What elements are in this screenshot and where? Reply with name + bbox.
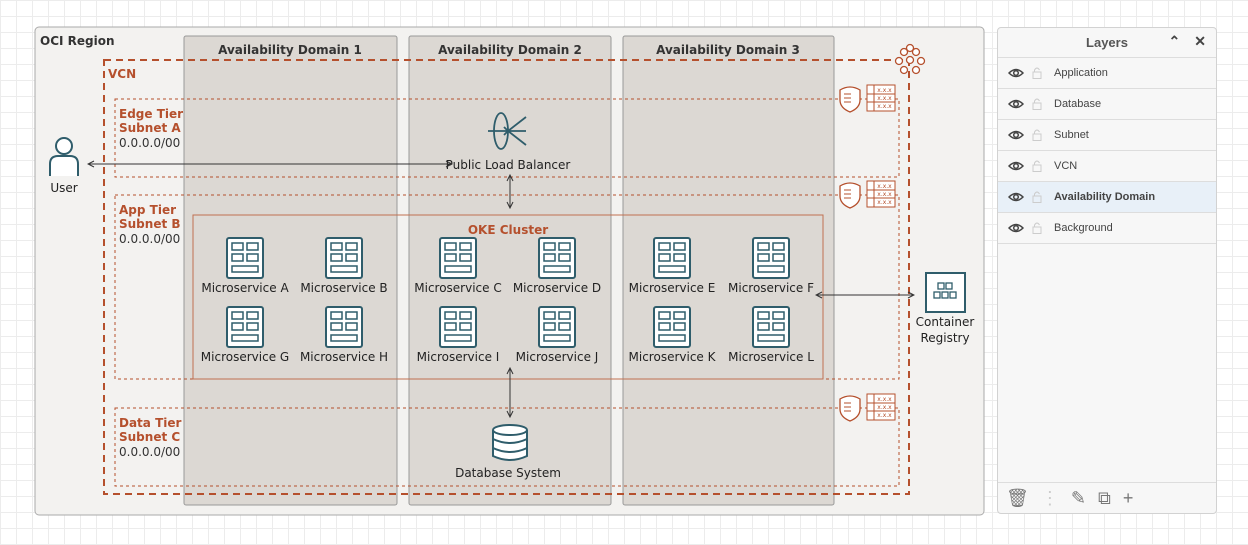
ad-3[interactable]: Availability Domain 3 [622, 35, 835, 506]
microservice-icon[interactable] [325, 306, 363, 348]
lock-icon[interactable] [1032, 67, 1044, 79]
lock-icon[interactable] [1032, 98, 1044, 110]
microservice-label: Microservice D [513, 281, 601, 295]
subnet-c-name: Data Tier [119, 416, 182, 430]
vcn-icon [894, 43, 926, 75]
ad-1[interactable]: Availability Domain 1 [183, 35, 398, 506]
load-balancer-icon[interactable] [488, 112, 527, 150]
subnet-c-sub: Subnet C [119, 430, 180, 444]
microservice-icon[interactable] [538, 237, 576, 279]
route-table-entry: x.x.x [877, 396, 892, 403]
ad-3-label: Availability Domain 3 [656, 43, 800, 57]
layer-row[interactable]: Background [998, 213, 1216, 244]
layers-header: Layers ⌃ ✕ [998, 28, 1216, 58]
subnet-b-cidr: 0.0.0.0/00 [119, 232, 180, 246]
microservice-icon[interactable] [226, 237, 264, 279]
eye-icon[interactable] [1008, 99, 1024, 109]
vcn-box[interactable] [103, 59, 910, 495]
route-table-entry: x.x.x [877, 183, 892, 190]
subnet-b-name: App Tier [119, 203, 176, 217]
microservice-label: Microservice A [201, 281, 289, 295]
layer-label: Subnet [1054, 129, 1089, 141]
ad-2[interactable]: Availability Domain 2 [408, 35, 612, 506]
load-balancer-label: Public Load Balancer [446, 158, 571, 172]
route-table-entry: x.x.x [877, 87, 892, 94]
container-registry-label-2: Registry [920, 331, 969, 345]
route-table-entry: x.x.x [877, 191, 892, 198]
microservice-icon[interactable] [538, 306, 576, 348]
microservice-label: Microservice I [417, 350, 500, 364]
trash-icon[interactable]: 🗑 [1006, 487, 1029, 508]
layer-label: Application [1054, 67, 1108, 79]
database-label: Database System [455, 466, 561, 480]
edit-icon[interactable]: ✎ [1070, 487, 1086, 508]
layer-label: Availability Domain [1054, 191, 1156, 203]
architecture-diagram[interactable]: OCI Region Availability Domain 1 Availab… [0, 0, 995, 545]
lock-icon[interactable] [1032, 191, 1044, 203]
layer-row[interactable]: Application [998, 58, 1216, 89]
route-table-entry: x.x.x [877, 199, 892, 206]
subnet-a-name: Edge Tier [119, 107, 183, 121]
layer-row[interactable]: VCN [998, 151, 1216, 182]
layer-row[interactable]: Availability Domain [998, 182, 1216, 213]
microservice-icon[interactable] [439, 306, 477, 348]
collapse-icon[interactable]: ⌃ [1168, 33, 1181, 49]
microservice-label: Microservice J [516, 350, 599, 364]
route-table-entry: x.x.x [877, 103, 892, 110]
close-icon[interactable]: ✕ [1194, 33, 1206, 49]
eye-icon[interactable] [1008, 223, 1024, 233]
container-registry-icon[interactable] [925, 272, 966, 313]
layer-label: Database [1054, 98, 1102, 110]
duplicate-icon[interactable]: ⧉ [1097, 487, 1111, 508]
subnet-a-sub: Subnet A [119, 121, 181, 135]
ad-1-label: Availability Domain 1 [218, 43, 362, 57]
add-layer-icon[interactable]: + [1122, 487, 1134, 508]
layer-row[interactable]: Subnet [998, 120, 1216, 151]
lock-icon[interactable] [1032, 160, 1044, 172]
vcn-label: VCN [108, 67, 136, 81]
subnet-c-cidr: 0.0.0.0/00 [119, 445, 180, 459]
layer-label: VCN [1054, 160, 1078, 172]
microservice-icon[interactable] [226, 306, 264, 348]
layer-row[interactable]: Database [998, 89, 1216, 120]
microservice-label: Microservice F [728, 281, 814, 295]
user-icon[interactable] [49, 137, 79, 176]
subnet-b-sub: Subnet B [119, 217, 181, 231]
lock-icon[interactable] [1032, 129, 1044, 141]
route-table-entry: x.x.x [877, 404, 892, 411]
more-icon[interactable]: ⋮ [1040, 487, 1059, 508]
database-icon[interactable] [492, 424, 528, 461]
container-registry-label-1: Container [916, 315, 975, 329]
microservice-label: Microservice L [728, 350, 814, 364]
route-table-entry: x.x.x [877, 95, 892, 102]
microservice-icon[interactable] [653, 306, 691, 348]
eye-icon[interactable] [1008, 192, 1024, 202]
eye-icon[interactable] [1008, 130, 1024, 140]
microservice-label: Microservice G [201, 350, 289, 364]
user-label: User [50, 181, 77, 195]
microservice-label: Microservice K [629, 350, 717, 364]
microservice-icon[interactable] [653, 237, 691, 279]
layers-title: Layers [1086, 35, 1128, 50]
region-label: OCI Region [40, 34, 115, 48]
oke-cluster-label: OKE Cluster [468, 223, 548, 237]
microservice-icon[interactable] [325, 237, 363, 279]
microservice-icon[interactable] [752, 237, 790, 279]
microservice-label: Microservice H [300, 350, 388, 364]
microservice-label: Microservice B [300, 281, 387, 295]
route-table-entry: x.x.x [877, 412, 892, 419]
layers-toolbar: 🗑 ⋮ ✎ ⧉ + [998, 482, 1216, 513]
lock-icon[interactable] [1032, 222, 1044, 234]
microservice-icon[interactable] [439, 237, 477, 279]
microservice-label: Microservice C [414, 281, 501, 295]
subnet-a-cidr: 0.0.0.0/00 [119, 136, 180, 150]
ad-2-label: Availability Domain 2 [438, 43, 582, 57]
microservice-label: Microservice E [629, 281, 716, 295]
eye-icon[interactable] [1008, 68, 1024, 78]
layer-label: Background [1054, 222, 1113, 234]
microservice-icon[interactable] [752, 306, 790, 348]
eye-icon[interactable] [1008, 161, 1024, 171]
